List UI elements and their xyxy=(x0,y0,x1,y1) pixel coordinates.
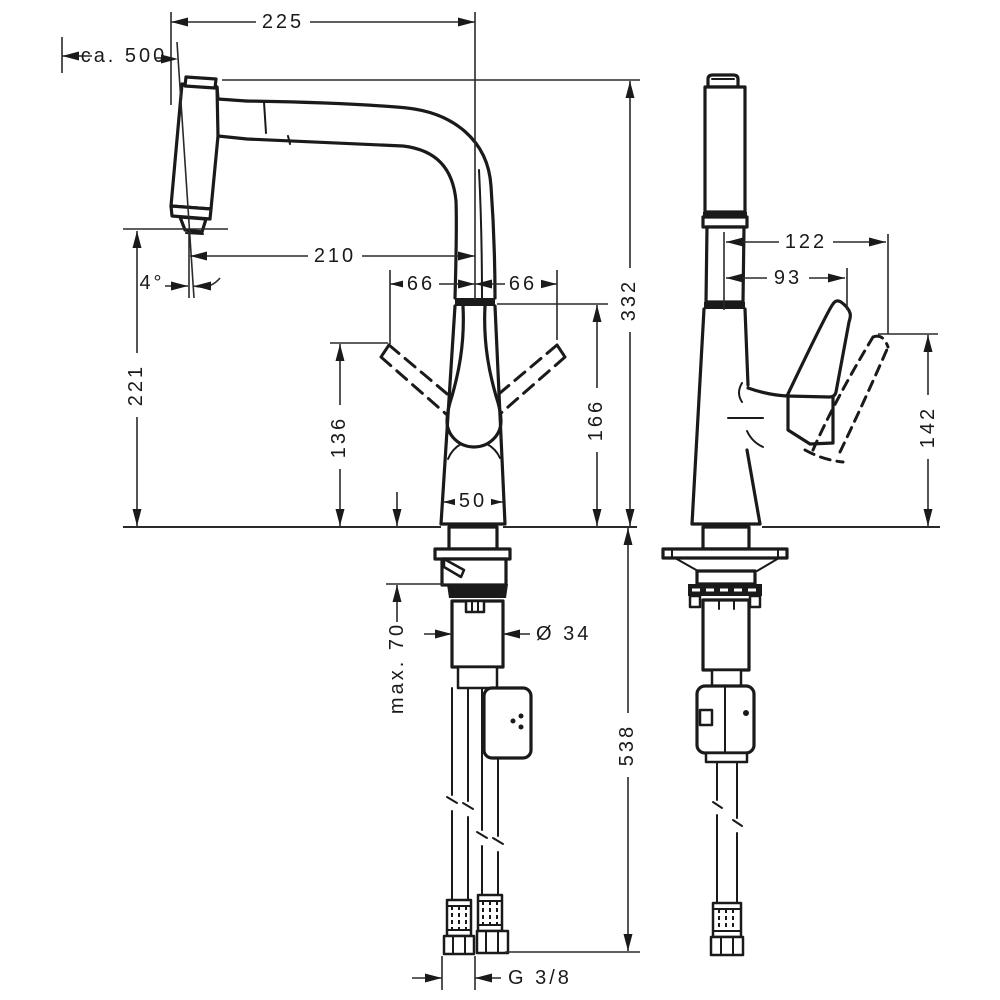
side-flange-slants xyxy=(674,557,780,572)
fitting-b-facets xyxy=(485,930,499,954)
side-hose-break xyxy=(712,801,743,827)
dim-225-label: 225 xyxy=(262,11,304,33)
dim-66-right-label: 66 xyxy=(509,273,537,295)
side-flange-plate xyxy=(661,547,789,560)
hose-break-marks xyxy=(446,796,504,845)
dimension-annotations: 225 ca. 500 210 4° 66 66 122 93 50 Ø 34 … xyxy=(61,11,940,990)
side-fitting-nut xyxy=(709,935,745,957)
lever-socket-top xyxy=(746,386,789,398)
box-hole-1 xyxy=(510,718,516,724)
box-hole-3 xyxy=(518,724,524,730)
dim-332-label: 332 xyxy=(618,279,640,321)
dim-166-label: 166 xyxy=(585,399,607,441)
handle-dashed-right xyxy=(492,343,567,416)
dim-221-label: 221 xyxy=(125,364,147,406)
dim-538-label: 538 xyxy=(616,724,638,766)
lever-dashed-position xyxy=(803,334,890,464)
body-teardrop-outline xyxy=(445,304,503,449)
label-backing xyxy=(455,491,491,511)
dim-g38-label: G 3/8 xyxy=(508,967,572,989)
side-top-cap xyxy=(706,73,740,89)
label-backing xyxy=(308,245,362,266)
side-ring-dark xyxy=(703,212,747,217)
fitting-a-facets xyxy=(452,935,466,955)
box-hole-2 xyxy=(518,713,524,719)
dim-50-label: 50 xyxy=(459,490,487,512)
side-view-faucet xyxy=(661,73,890,957)
side-shank-marks xyxy=(718,599,735,610)
dim-122-label: 122 xyxy=(785,231,827,253)
dim-4deg-label: 4° xyxy=(139,272,164,294)
side-box-cap xyxy=(704,751,749,764)
dim-210-label: 210 xyxy=(314,245,356,267)
dim-93-label: 93 xyxy=(774,267,802,289)
side-fitting-facets xyxy=(720,936,734,956)
spout-shoulder xyxy=(215,85,248,103)
side-box-port xyxy=(698,708,714,727)
label-backing xyxy=(618,268,640,332)
fitting-b-ticks xyxy=(482,901,498,925)
label-backing xyxy=(917,395,939,459)
label-backing xyxy=(616,713,638,777)
side-flange-ticks xyxy=(671,548,779,559)
side-body-details xyxy=(727,382,764,448)
body-base-arcs xyxy=(447,443,501,460)
dim-66-left-label: 66 xyxy=(407,273,435,295)
clamp-ring xyxy=(447,584,508,598)
side-fitting-ticks xyxy=(718,909,734,931)
label-backing xyxy=(328,405,350,469)
side-tab-left xyxy=(688,594,702,609)
dim-ca500-label: ca. 500 xyxy=(81,45,168,67)
mounting-hook xyxy=(442,557,466,579)
shank-neck xyxy=(456,665,499,690)
label-backing xyxy=(125,353,147,417)
spout-outer-edge xyxy=(244,99,497,300)
fitting-a-ticks xyxy=(451,906,467,930)
handle-dashed-left xyxy=(379,343,454,416)
label-backing xyxy=(386,622,408,714)
label-backing xyxy=(256,11,310,32)
fitting-a-nut xyxy=(442,934,476,956)
front-view-faucet xyxy=(169,75,567,956)
label-backing xyxy=(779,231,833,252)
lever-socket-front xyxy=(786,395,835,446)
side-shank xyxy=(701,598,751,672)
spout-inner-edge xyxy=(216,134,459,300)
side-mounting-body xyxy=(695,569,757,586)
hose-a-lines xyxy=(451,687,469,901)
label-backing xyxy=(585,388,607,452)
label-backing xyxy=(505,273,541,294)
fitting-b-nut xyxy=(475,929,510,955)
side-neck xyxy=(710,668,743,688)
side-cone-edges xyxy=(690,307,762,526)
label-backing xyxy=(403,273,439,294)
side-box-dot xyxy=(743,710,749,716)
side-upper-body xyxy=(704,225,746,304)
dim-142-label: 142 xyxy=(917,406,939,448)
spout-collar-band xyxy=(455,298,495,306)
hose-b-lines xyxy=(481,687,499,896)
dim-max70-label: max. 70 xyxy=(386,622,408,714)
dim-dia34-label: Ø 34 xyxy=(536,623,591,645)
side-cylinder xyxy=(703,85,747,214)
base-sleeve xyxy=(447,525,499,551)
shank-tab-lines xyxy=(471,600,479,613)
side-hose-lines xyxy=(716,761,738,904)
label-backing xyxy=(767,267,809,288)
dim-136-label: 136 xyxy=(328,416,350,458)
spray-head-cap xyxy=(183,75,218,90)
shank-tab xyxy=(464,599,486,614)
connection-box xyxy=(482,686,533,760)
spout-joint-seam xyxy=(263,101,291,145)
side-base-sleeve xyxy=(701,525,751,551)
lever-blade xyxy=(785,299,852,399)
side-tab-right xyxy=(748,594,762,609)
